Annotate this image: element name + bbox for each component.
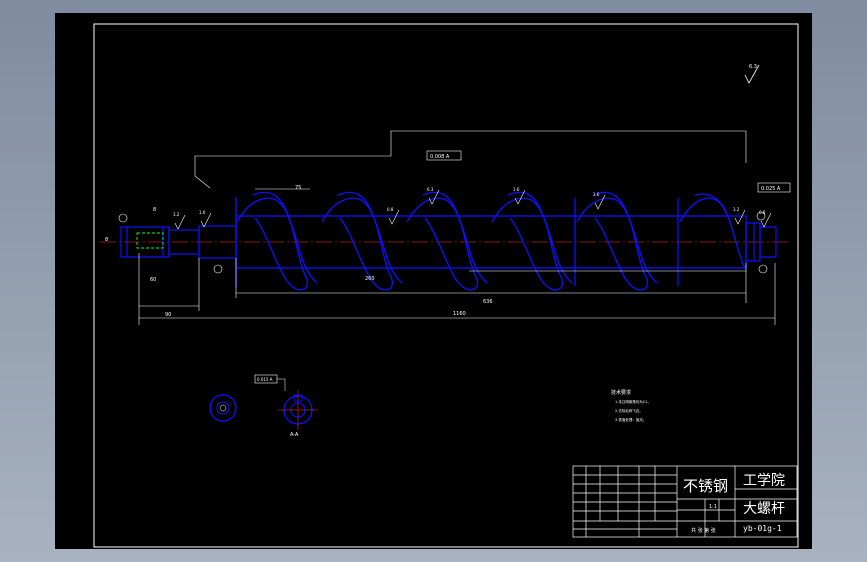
tolerance-section-text: 0.015 A: [257, 377, 273, 382]
scale-ratio: 1:1: [709, 504, 717, 510]
drawing-number: yb-01g-1: [743, 524, 782, 533]
drawing-border: [93, 23, 799, 548]
tolerance-frame-top: 0.008 A: [426, 150, 462, 161]
roughness-value-7: 1.6: [593, 192, 600, 197]
material-label: 不锈钢: [683, 477, 728, 495]
section-label: A-A: [290, 432, 299, 438]
corner-roughness-value: 6.3: [749, 64, 757, 70]
roughness-value-4: 1.6: [513, 187, 520, 192]
roughness-value-2: 0.8: [387, 207, 394, 212]
note-line-3: 3.表面处理：抛光。: [615, 417, 646, 422]
roughness-value-3: 6.3: [427, 187, 434, 192]
drawing-canvas: 6.3: [93, 23, 799, 548]
note-line-1: 1.未注明倒角均为C1。: [615, 399, 651, 404]
section-view-aa: [278, 390, 318, 430]
section-view-left: [209, 394, 237, 422]
dim-mid: 260: [365, 276, 375, 282]
dim-left-shaft: 90: [165, 312, 171, 318]
title-block: [572, 465, 798, 538]
roughness-symbols: [174, 189, 772, 230]
dim-keyway-depth: 8: [105, 237, 108, 243]
helical-flights: [236, 191, 746, 291]
dim-keyway-width: 8: [153, 207, 156, 213]
tolerance-top-text: 0.008 A: [430, 154, 450, 160]
note-line-2: 2.去除毛刺飞边。: [615, 408, 643, 413]
drawing-sheet[interactable]: 6.3: [55, 13, 812, 549]
dim-spiral-length: 636: [483, 299, 493, 305]
dim-flight-pitch: 75: [295, 185, 301, 191]
right-shaft: [745, 222, 777, 262]
tolerance-frame-section: 0.015 A: [254, 374, 286, 391]
notes-title: 技术要求: [611, 389, 631, 396]
school-label: 工学院: [743, 473, 785, 489]
tolerance-frame-right: 0.025 A: [757, 182, 791, 193]
dim-shaft-end: 60: [150, 277, 156, 283]
general-roughness-mark: 6.3: [744, 64, 760, 84]
sheet-count: 共 张 第 张: [691, 527, 716, 534]
roughness-value-6: 0.8: [759, 210, 766, 215]
dim-total-length: 1160: [453, 311, 466, 317]
roughness-value-0: 3.2: [173, 212, 180, 217]
roughness-value-5: 3.2: [733, 207, 740, 212]
keyway-slot: [136, 232, 164, 249]
part-name-label: 大螺杆: [743, 501, 785, 517]
tolerance-right-text: 0.025 A: [761, 186, 781, 192]
roughness-value-1: 1.6: [199, 210, 206, 215]
dimension-lines: [138, 130, 776, 325]
datum-markers: [118, 211, 768, 274]
